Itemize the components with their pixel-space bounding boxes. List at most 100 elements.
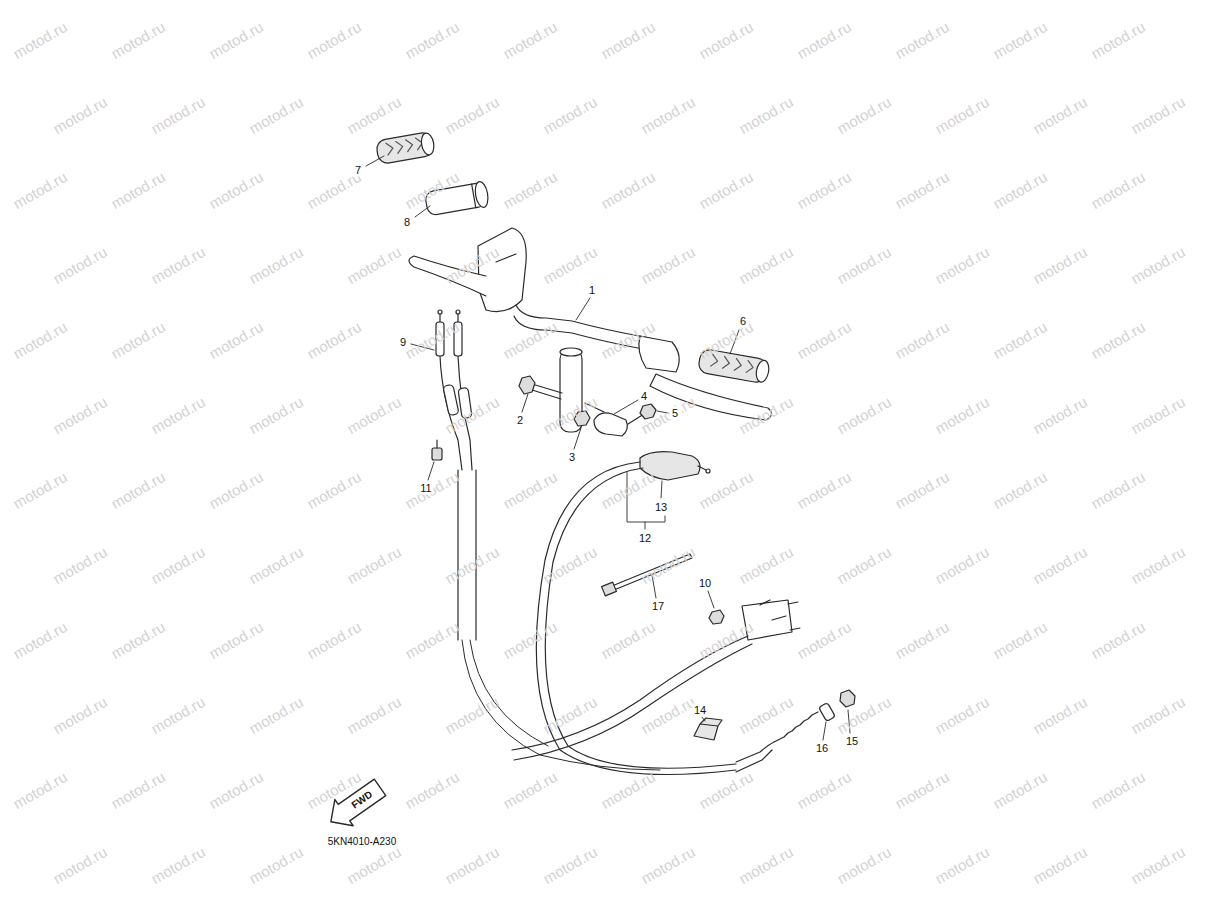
watermark: motod.ru — [345, 94, 404, 137]
watermark: motod.ru — [501, 319, 560, 362]
watermark: motod.ru — [991, 469, 1050, 512]
watermark: motod.ru — [835, 94, 894, 137]
watermark: motod.ru — [599, 619, 658, 662]
watermark: motod.ru — [305, 469, 364, 512]
left-grip — [375, 131, 434, 164]
watermark: motod.ru — [639, 244, 698, 287]
watermark: motod.ru — [207, 169, 266, 212]
direction-label: FWD — [350, 789, 374, 810]
watermark: motod.ru — [835, 244, 894, 287]
watermark: motod.ru — [501, 469, 560, 512]
watermark: motod.ru — [1031, 694, 1090, 737]
watermark: motod.ru — [737, 844, 796, 887]
leader-line — [522, 394, 528, 412]
lever-holder — [698, 466, 706, 470]
watermark: motod.ru — [933, 94, 992, 137]
callout-number: 14 — [692, 704, 708, 717]
watermark: motod.ru — [1089, 169, 1148, 212]
callout-number: 3 — [567, 451, 577, 464]
watermark: motod.ru — [599, 469, 658, 512]
control-cable — [545, 468, 736, 768]
control-cable — [736, 750, 772, 772]
callout-number: 2 — [515, 414, 525, 427]
watermark: motod.ru — [403, 19, 462, 62]
callout-number: 5 — [670, 407, 680, 420]
bolt — [519, 376, 562, 399]
watermark: motod.ru — [1031, 394, 1090, 437]
leader-line — [415, 206, 430, 217]
watermark: motod.ru — [149, 694, 208, 737]
watermark: motod.ru — [541, 844, 600, 887]
callout-number: 11 — [418, 482, 433, 495]
watermark: motod.ru — [403, 619, 462, 662]
watermark: motod.ru — [737, 394, 796, 437]
throttle-sleeve — [473, 181, 489, 209]
watermark: motod.ru — [541, 694, 600, 737]
watermark: motod.ru — [403, 169, 462, 212]
watermark: motod.ru — [403, 769, 462, 812]
watermark: motod.ru — [11, 769, 70, 812]
callout-number: 13 — [653, 501, 669, 514]
throttle-cable — [438, 310, 442, 314]
watermark: motod.ru — [737, 94, 796, 137]
watermark: motod.ru — [933, 394, 992, 437]
watermark: motod.ru — [247, 844, 306, 887]
watermark: motod.ru — [795, 169, 854, 212]
watermark: motod.ru — [345, 394, 404, 437]
watermark: motod.ru — [639, 844, 698, 887]
nut — [840, 690, 855, 707]
watermark: motod.ru — [443, 394, 502, 437]
cable-bracket — [709, 610, 724, 624]
watermark: motod.ru — [149, 544, 208, 587]
clamp — [594, 413, 627, 436]
watermark: motod.ru — [247, 544, 306, 587]
watermark: motod.ru — [305, 319, 364, 362]
watermark: motod.ru — [1031, 544, 1090, 587]
watermark: motod.ru — [51, 94, 110, 137]
watermark: motod.ru — [541, 94, 600, 137]
watermark: motod.ru — [599, 169, 658, 212]
watermark: motod.ru — [991, 169, 1050, 212]
watermark: motod.ru — [247, 244, 306, 287]
watermark: motod.ru — [51, 544, 110, 587]
watermark: motod.ru — [1129, 394, 1188, 437]
callout-number: 6 — [738, 315, 748, 328]
watermark: motod.ru — [109, 169, 168, 212]
watermark: motod.ru — [443, 694, 502, 737]
cable-tie — [602, 582, 617, 596]
watermark: motod.ru — [541, 544, 600, 587]
watermark: motod.ru — [893, 619, 952, 662]
watermark: motod.ru — [795, 319, 854, 362]
watermark: motod.ru — [149, 244, 208, 287]
watermark: motod.ru — [697, 19, 756, 62]
throttle-cable — [456, 310, 460, 314]
watermark: motod.ru — [345, 694, 404, 737]
leader-line — [661, 481, 662, 498]
nut — [840, 690, 855, 707]
watermark: motod.ru — [697, 769, 756, 812]
watermark: motod.ru — [697, 619, 756, 662]
handlebar-holder — [560, 348, 582, 356]
watermark: motod.ru — [991, 19, 1050, 62]
watermark: motod.ru — [109, 469, 168, 512]
bolt — [432, 448, 442, 460]
watermark: motod.ru — [1031, 244, 1090, 287]
watermark: motod.ru — [599, 319, 658, 362]
watermark: motod.ru — [933, 244, 992, 287]
callout-number: 12 — [637, 532, 653, 545]
watermark: motod.ru — [599, 19, 658, 62]
watermark: motod.ru — [1089, 319, 1148, 362]
watermark: motod.ru — [51, 244, 110, 287]
bolt — [519, 376, 535, 394]
watermark: motod.ru — [403, 319, 462, 362]
adjuster — [819, 703, 836, 722]
watermark: motod.ru — [737, 244, 796, 287]
watermark: motod.ru — [1129, 694, 1188, 737]
watermark: motod.ru — [207, 769, 266, 812]
cable-clip — [694, 718, 722, 740]
watermark: motod.ru — [109, 319, 168, 362]
watermark: motod.ru — [11, 169, 70, 212]
watermark: motod.ru — [109, 769, 168, 812]
watermark: motod.ru — [247, 694, 306, 737]
watermark: motod.ru — [991, 769, 1050, 812]
